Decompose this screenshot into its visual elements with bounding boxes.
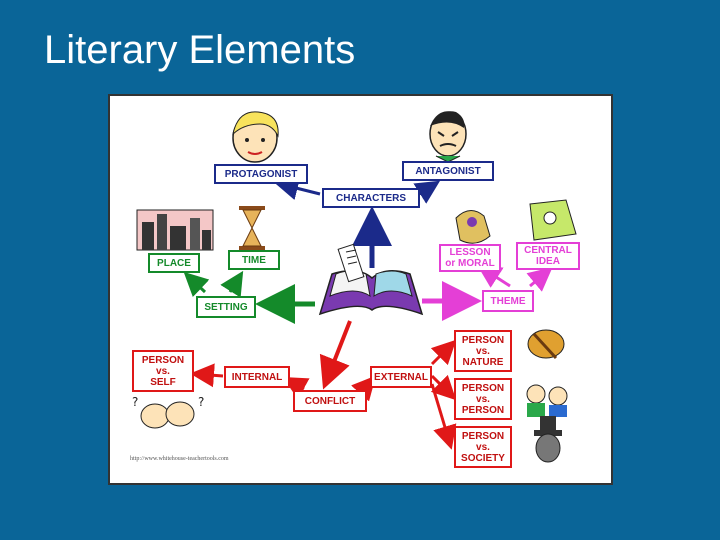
society-line-2: vs. [476, 441, 490, 453]
person-line-1: PERSON [461, 382, 505, 394]
internal-label: INTERNAL [224, 366, 290, 388]
protagonist-label: PROTAGONIST [214, 164, 308, 184]
setting-label: SETTING [196, 296, 256, 318]
external-label: EXTERNAL [370, 366, 432, 388]
theme-label: THEME [482, 290, 534, 312]
nature-line-3: NATURE [462, 356, 504, 368]
person-vs-self-label: PERSON vs. SELF [132, 350, 194, 392]
arrow-setting-to-time [220, 270, 244, 298]
antagonist-label: ANTAGONIST [402, 161, 494, 181]
person-line-2: vs. [476, 393, 490, 405]
arrow-conflict-to-internal [282, 377, 310, 400]
person-vs-society-label: PERSON vs. SOCIETY [454, 426, 512, 468]
lesson-figure-icon [455, 210, 491, 244]
open-book-icon [318, 243, 424, 316]
arrow-internal-to-self [190, 363, 224, 388]
central-idea-icon [529, 199, 577, 241]
nature-line-2: vs. [476, 345, 490, 357]
protagonist-face-icon [232, 111, 279, 163]
svg-text:?: ? [132, 395, 138, 409]
time-label: TIME [228, 250, 280, 270]
central-line-1: CENTRAL [524, 245, 572, 256]
two-people-icon [526, 384, 568, 417]
society-line-1: PERSON [461, 430, 505, 442]
self-faces-icon: ? ? [132, 395, 204, 429]
characters-label: CHARACTERS [322, 188, 420, 208]
self-line-3: SELF [150, 376, 176, 388]
arrow-characters-to-protagonist [274, 176, 321, 201]
antagonist-face-icon [429, 111, 467, 163]
person-vs-person-label: PERSON vs. PERSON [454, 378, 512, 420]
diagram-panel: ? ? PROTAGONIST ANTAGONIST CHARACTERS PL… [108, 94, 613, 485]
conflict-label: CONFLICT [293, 390, 367, 412]
arrow-external-to-person [430, 374, 457, 401]
place-label: PLACE [148, 253, 200, 273]
lesson-moral-label: LESSON or MORAL [439, 244, 501, 272]
slide-title: Literary Elements [44, 28, 356, 72]
self-line-2: vs. [156, 365, 170, 377]
society-figure-icon [534, 416, 562, 463]
lesson-line-1: LESSON [449, 247, 491, 258]
person-vs-nature-label: PERSON vs. NATURE [454, 330, 512, 372]
self-line-1: PERSON [141, 354, 185, 366]
hourglass-time-icon [239, 206, 265, 250]
arrow-external-to-society [430, 383, 457, 450]
person-line-3: PERSON [461, 404, 505, 416]
arrow-theme-to-central [526, 267, 553, 292]
lesson-line-2: or MORAL [445, 258, 495, 269]
arrow-book-to-conflict [319, 320, 352, 390]
diagram-arrows: ? ? [132, 111, 577, 463]
arrow-external-to-nature [430, 339, 457, 366]
nature-line-1: PERSON [461, 334, 505, 346]
arrow-setting-to-place [183, 271, 210, 298]
svg-text:?: ? [198, 395, 204, 409]
source-credit: http://www.whitehouse-teachertools.com [130, 456, 229, 462]
central-idea-label: CENTRAL IDEA [516, 242, 580, 270]
society-line-3: SOCIETY [461, 452, 505, 464]
central-line-2: IDEA [536, 256, 560, 267]
city-place-icon [136, 209, 214, 251]
nature-figure-icon [527, 329, 565, 360]
